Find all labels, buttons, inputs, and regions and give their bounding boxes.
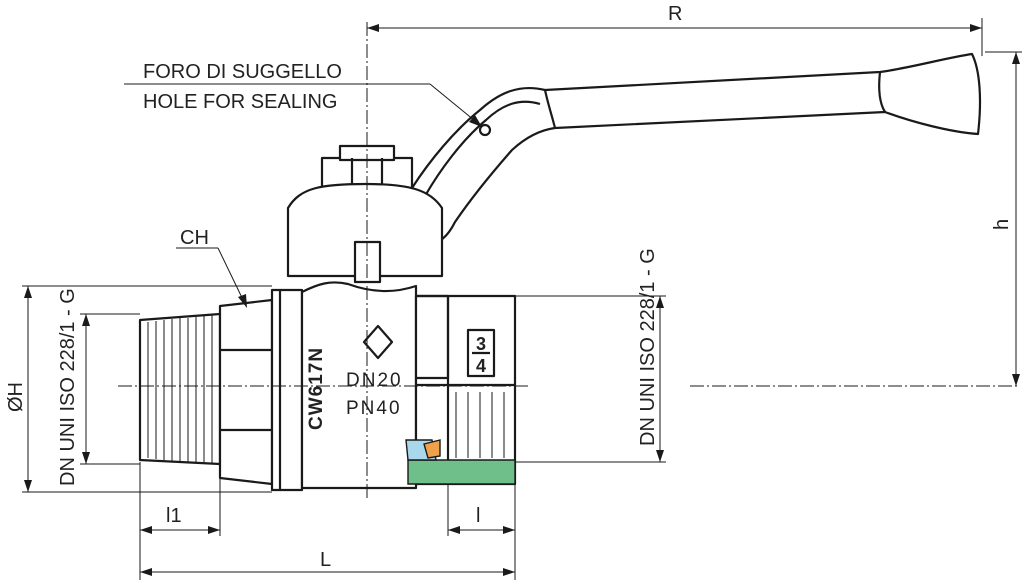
sealing-hole-label-it: FORO DI SUGGELLO [143, 61, 342, 83]
material-mark: CW617N [306, 347, 327, 430]
dimension-l1 [140, 478, 221, 536]
dimension-r [367, 18, 983, 56]
stem-nut [320, 144, 414, 192]
size-numerator: 3 [476, 334, 486, 354]
dimension-l-female [447, 484, 515, 536]
dimension-h [985, 51, 1022, 386]
dimension-thread-right [515, 295, 666, 463]
seal-green-section [407, 459, 516, 485]
dn-mark: DN20 [346, 370, 403, 391]
l-label: L [320, 549, 331, 571]
lever-handle [410, 52, 982, 243]
h-label: h [991, 219, 1013, 230]
leader-sealing-hole [124, 83, 482, 127]
l-female-label: l [476, 505, 480, 527]
valve-body [138, 281, 517, 492]
hex-flats [218, 298, 274, 486]
dimension-thread-left [80, 313, 140, 465]
size-denominator: 4 [476, 356, 486, 376]
diamond-mark-icon [362, 324, 394, 360]
l1-label: l1 [166, 505, 182, 527]
sealing-hole-label-en: HOLE FOR SEALING [143, 91, 338, 113]
ch-label: CH [180, 227, 209, 249]
gland-hub [286, 182, 444, 284]
r-label: R [668, 3, 682, 25]
female-thread-lines [455, 392, 505, 458]
pn-mark: PN40 [346, 398, 402, 419]
oh-label: ØH [5, 382, 27, 412]
central-body [300, 281, 418, 490]
dimension-l [139, 462, 516, 580]
union-ring [270, 288, 304, 492]
male-thread-lines [147, 315, 213, 463]
sealing-hole-marker [478, 123, 492, 137]
leader-ch [176, 247, 247, 308]
seal-orange-section [423, 439, 441, 459]
center-axes [118, 22, 1018, 500]
thread-standard-left-label: DN UNI ISO 228/1 - G [57, 288, 79, 486]
dimension-oh [22, 285, 272, 493]
thread-standard-right-label: DN UNI ISO 228/1 - G [637, 248, 659, 446]
